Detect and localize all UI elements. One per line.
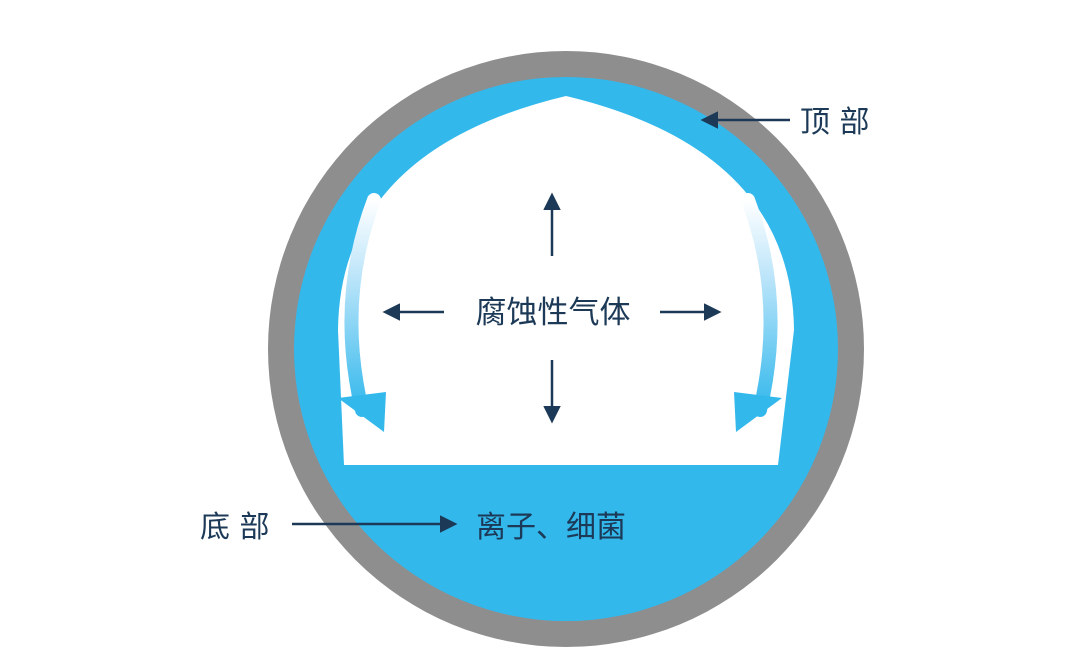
left-condensation-arrow	[344, 193, 381, 417]
right-condensation-arrowhead	[734, 392, 782, 432]
top-label: 顶 部	[800, 105, 870, 140]
air-space	[338, 96, 794, 465]
right-condensation-arrow	[741, 193, 778, 417]
ions-bacteria-label: 离子、细菌	[476, 510, 626, 545]
corrosive-gas-label: 腐蚀性气体	[476, 295, 631, 331]
bottom-label: 底 部	[200, 510, 270, 545]
left-condensation-arrowhead	[338, 392, 386, 432]
